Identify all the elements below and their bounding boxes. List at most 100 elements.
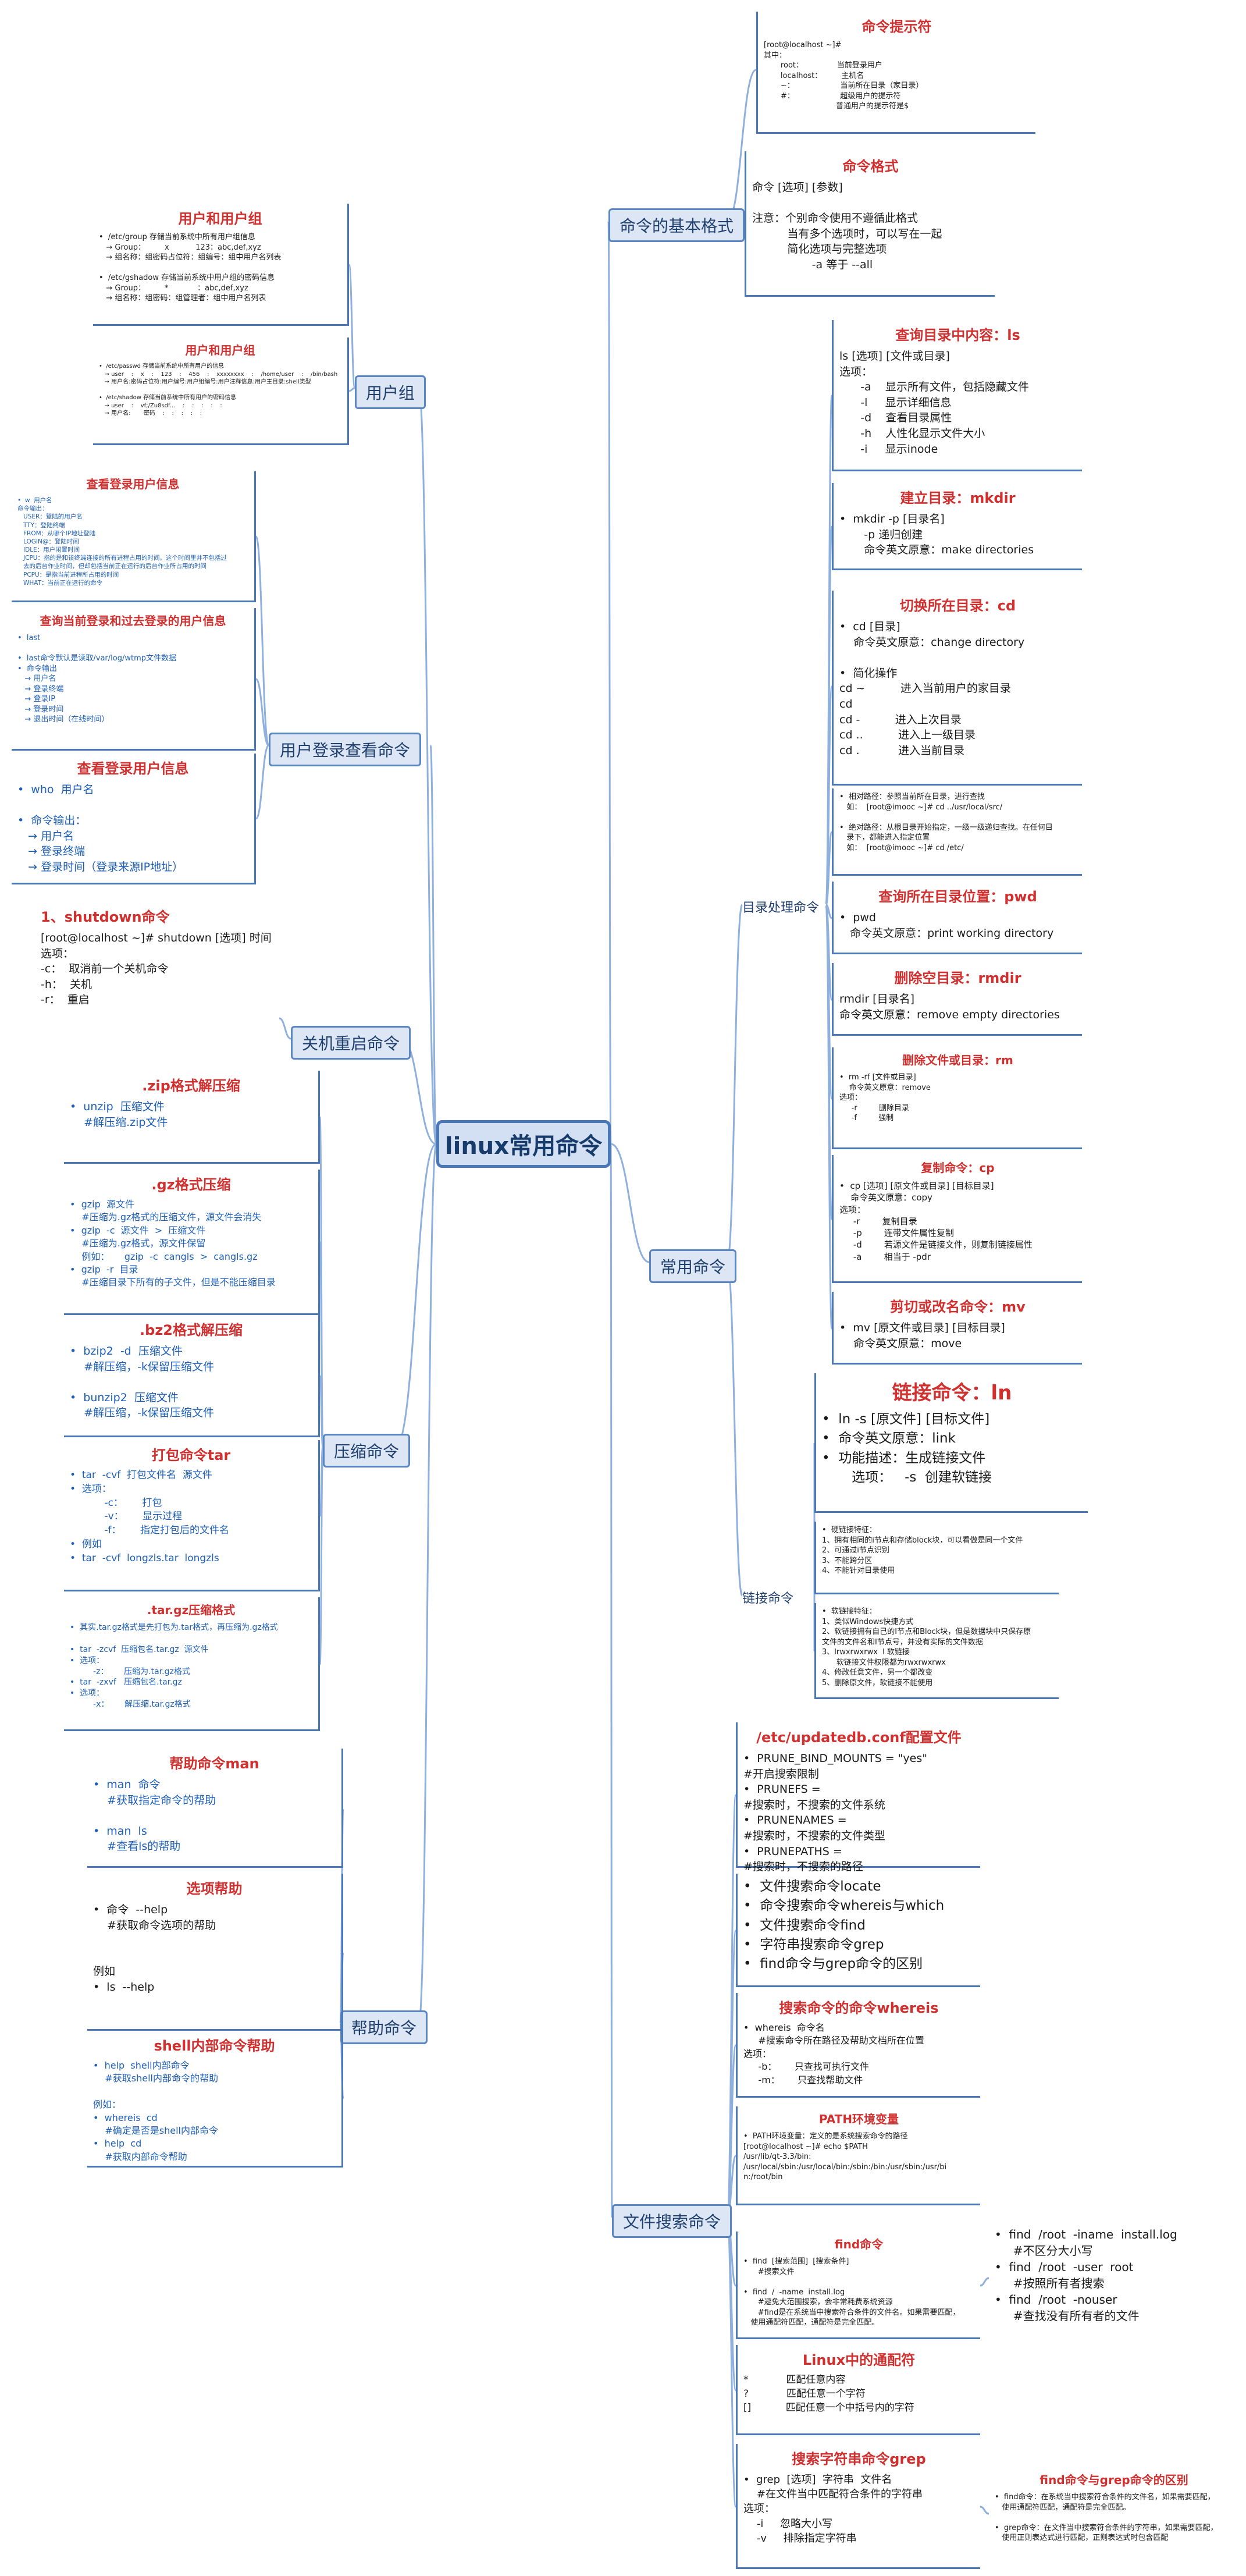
card-zip: .zip格式解压缩 • unzip 压缩文件 #解压缩.zip文件 — [64, 1071, 320, 1164]
card-body: 命令 [选项] [参数] 注意：个别命令使用不遵循此格式 当有多个选项时，可以写… — [752, 181, 942, 271]
topic-compress[interactable]: 压缩命令 — [323, 1434, 411, 1468]
card-gz: .gz格式压缩 • gzip 源文件 #压缩为.gz格式的压缩文件，源文件会消失… — [64, 1170, 320, 1315]
card-body: • 其实.tar.gz格式是先打包为.tar格式，再压缩为.gz格式 • tar… — [70, 1623, 278, 1710]
card-mv: 剪切或改名命令：mv • mv [原文件或目录] [目标目录] 命令英文原意：m… — [832, 1292, 1082, 1365]
card-title: 命令提示符 — [861, 19, 932, 35]
card-body: • find命令：在系统当中搜索符合条件的文件名，如果需要匹配， 使用通配符匹配… — [995, 2493, 1218, 2543]
card-title: .tar.gz压缩格式 — [147, 1603, 236, 1617]
card-body: • help shell内部命令 #获取shell内部命令的帮助 例如： • w… — [93, 2060, 218, 2162]
link-basic-format — [607, 220, 612, 1145]
card-usergroup-1: 用户和用户组 • /etc/group 存储当前系统中所有用户组信息 → Gro… — [93, 204, 349, 326]
card-body: • mkdir -p [目录名] -p 递归创建 命令英文原意：make dir… — [839, 513, 1034, 557]
card-targz: .tar.gz压缩格式 • 其实.tar.gz格式是先打包为.tar格式，再压缩… — [64, 1597, 320, 1731]
card-body: [root@localhost ~]# shutdown [选项] 时间 选项：… — [41, 932, 272, 1007]
link-login-child-2 — [255, 744, 270, 820]
card-title: 搜索字符串命令grep — [792, 2451, 926, 2467]
topic-basic-format[interactable]: 命令的基本格式 — [608, 208, 745, 242]
topic-help[interactable]: 帮助命令 — [340, 2010, 428, 2044]
card-path-env: PATH环境变量 • PATH环境变量：定义的是系统搜索命令的路径 [root@… — [736, 2106, 980, 2205]
link-common — [610, 1143, 650, 1263]
card-w: 查看登录用户信息 • w 用户名 命令输出： USER：登陆的用户名 TTY：登… — [12, 471, 256, 602]
topic-login-view[interactable]: 用户登录查看命令 — [269, 733, 422, 766]
card-title: /etc/updatedb.conf配置文件 — [756, 1729, 962, 1746]
card-ln: 链接命令：ln • ln -s [原文件] [目标文件] • 命令英文原意：li… — [814, 1373, 1088, 1513]
card-body: • /etc/passwd 存储当前系统中所有用户的信息 → user : x … — [99, 363, 338, 417]
card-wildcard: Linux中的通配符 * 匹配任意内容 ? 匹配任意一个字符 [] 匹配任意一个… — [736, 2345, 980, 2435]
link-ug-1 — [348, 264, 356, 389]
card-title: 查看登录用户信息 — [86, 477, 180, 491]
subtopic-dir-process[interactable]: 目录处理命令 — [742, 901, 820, 915]
card-body: • mv [原文件或目录] [目标目录] 命令英文原意：move — [839, 1321, 1005, 1350]
card-find-examples: • find /root -iname install.log #不区分大小写 … — [989, 2223, 1233, 2333]
card-body: • cp [选项] [原文件或目录] [目标目录] 命令英文原意：copy 选项… — [839, 1181, 1033, 1262]
link-dir-child-3 — [825, 831, 833, 906]
topic-common[interactable]: 常用命令 — [649, 1249, 737, 1283]
card-title: 查看登录用户信息 — [77, 761, 189, 777]
link-dir-child-8 — [825, 904, 833, 1330]
card-title: 用户和用户组 — [178, 211, 262, 227]
link-find-examples — [980, 2277, 989, 2287]
card-body: rmdir [目录名] 命令英文原意：remove empty director… — [839, 993, 1060, 1021]
card-hardlink: • 硬链接特征： 1、拥有相同的i节点和存储block块，可以看做是同一个文件 … — [814, 1522, 1059, 1594]
card-path: • 相对路径：参照当前所在目录，进行查找 如： [root@imooc ~]# … — [832, 788, 1082, 876]
link-link — [726, 1261, 743, 1597]
card-title: 复制命令：cp — [921, 1161, 995, 1175]
card-body: • ln -s [原文件] [目标文件] • 命令英文原意：link • 功能描… — [822, 1412, 992, 1486]
card-body: • 软链接特征： 1、类似Windows快捷方式 2、软链接拥有自己的I节点和B… — [822, 1607, 1031, 1687]
link-login-child-0 — [255, 535, 270, 747]
card-title: 查询目录中内容：ls — [895, 327, 1020, 343]
card-usergroup-2: 用户和用户组 • /etc/passwd 存储当前系统中所有用户的信息 → us… — [93, 337, 349, 445]
card-title: 用户和用户组 — [185, 343, 255, 357]
card-last: 查询当前登录和过去登录的用户信息 • last • last命令默认是读取/va… — [12, 608, 256, 751]
card-title: 删除文件或目录：rm — [902, 1053, 1013, 1067]
card-body: • 相对路径：参照当前所在目录，进行查找 如： [root@imooc ~]# … — [839, 793, 1053, 852]
card-find: find命令 • find [搜索范围] [搜索条件] #搜索文件 • find… — [736, 2232, 980, 2339]
card-title: 查询所在目录位置：pwd — [878, 889, 1037, 905]
link-help — [418, 1143, 437, 2024]
link-login-view — [429, 744, 437, 1145]
card-rm: 删除文件或目录：rm • rm -rf [文件或目录] 命令英文原意：remov… — [832, 1047, 1082, 1149]
link-file-search — [610, 1143, 613, 2218]
card-title: 建立目录：mkdir — [900, 490, 1016, 506]
card-title: find命令 — [834, 2237, 884, 2251]
link-compress-child-2 — [319, 1375, 324, 1448]
card-prompt: 命令提示符 [root@localhost ~]# 其中： root： 当前登录… — [756, 12, 1035, 134]
card-mkdir: 建立目录：mkdir • mkdir -p [目录名] -p 递归创建 命令英文… — [832, 483, 1082, 570]
card-body: • w 用户名 命令输出： USER：登陆的用户名 TTY：登陆终端 FROM：… — [17, 497, 227, 587]
card-body: • 命令 --help #获取命令选项的帮助 例如 • ls --help — [93, 1903, 216, 1994]
subtopic-link[interactable]: 链接命令 — [742, 1591, 794, 1606]
card-title: .bz2格式解压缩 — [140, 1322, 243, 1338]
card-title: 切换所在目录：cd — [899, 598, 1016, 614]
card-body: • 硬链接特征： 1、拥有相同的i节点和存储block块，可以看做是同一个文件 … — [822, 1526, 1023, 1576]
card-grep: 搜索字符串命令grep • grep [选项] 字符串 文件名 #在文件当中匹配… — [736, 2444, 980, 2569]
card-body: • last • last命令默认是读取/var/log/wtmp文件数据 • … — [17, 634, 176, 724]
card-title: find命令与grep命令的区别 — [1039, 2473, 1188, 2487]
card-body: • whereis 命令名 #搜索命令所在路径及帮助文档所在位置 选项： -b：… — [743, 2022, 924, 2085]
card-body: [root@localhost ~]# 其中： root： 当前登录用户 loc… — [764, 41, 924, 111]
card-who: 查看登录用户信息 • who 用户名 • 命令输出： → 用户名 → 登录终端 … — [12, 754, 256, 884]
card-body: • cd [目录] 命令英文原意：change directory • 简化操作… — [839, 620, 1025, 757]
card-title: shell内部命令帮助 — [154, 2038, 275, 2054]
card-body: • find [搜索范围] [搜索条件] #搜索文件 • find / -nam… — [743, 2257, 960, 2328]
card-body: ls [选项] [文件或目录] 选项： -a 显示所有文件，包括隐藏文件 -l … — [839, 350, 1029, 456]
topic-shutdown[interactable]: 关机重启命令 — [291, 1026, 411, 1060]
card-body: • 文件搜索命令locate • 命令搜索命令whereis与which • 文… — [743, 1879, 945, 1972]
card-ls: 查询目录中内容：ls ls [选项] [文件或目录] 选项： -a 显示所有文件… — [832, 320, 1082, 471]
card-find-grep: find命令与grep命令的区别 • find命令：在系统当中搜索符合条件的文件… — [989, 2467, 1239, 2569]
root-topic[interactable]: linux常用命令 — [436, 1120, 611, 1168]
card-cd: 切换所在目录：cd • cd [目录] 命令英文原意：change direct… — [832, 591, 1082, 786]
card-title: 搜索命令的命令whereis — [779, 2000, 939, 2016]
link-find-grep — [980, 2506, 989, 2515]
card-body: • rm -rf [文件或目录] 命令英文原意：remove 选项： -r 删除… — [839, 1073, 931, 1123]
card-body: • PATH环境变量：定义的是系统搜索命令的路径 [root@localhost… — [743, 2132, 947, 2182]
card-title: 剪切或改名命令：mv — [890, 1299, 1026, 1315]
card-title: 删除空目录：rmdir — [894, 970, 1021, 986]
topic-file-search[interactable]: 文件搜索命令 — [612, 2204, 732, 2238]
card-man: 帮助命令man • man 命令 #获取指定命令的帮助 • man ls #查看… — [87, 1749, 343, 1868]
topic-user-group[interactable]: 用户组 — [355, 375, 426, 409]
card-title: .zip格式解压缩 — [142, 1078, 240, 1094]
card-title: 1、shutdown命令 — [41, 909, 170, 925]
card-search-list: • 文件搜索命令locate • 命令搜索命令whereis与which • 文… — [736, 1874, 980, 1987]
card-pwd: 查询所在目录位置：pwd • pwd 命令英文原意：print working … — [832, 882, 1082, 954]
link-user-group — [418, 387, 437, 1145]
